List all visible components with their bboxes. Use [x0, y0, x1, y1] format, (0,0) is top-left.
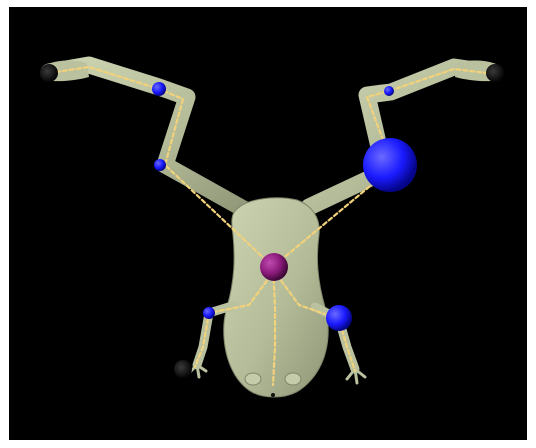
- frog-mesh[interactable]: [41, 61, 503, 397]
- left-foot-end[interactable]: [174, 360, 192, 378]
- right-eye-mesh: [285, 373, 301, 385]
- torso-mesh: [224, 198, 328, 397]
- left-elbow-joint[interactable]: [154, 159, 166, 171]
- mouth-tip: [271, 393, 275, 397]
- left-hand-end[interactable]: [40, 64, 58, 82]
- 3d-viewport[interactable]: [9, 7, 527, 440]
- right-elbow-joint[interactable]: [363, 138, 417, 192]
- left-hip-joint[interactable]: [203, 307, 215, 319]
- left-shoulder-joint[interactable]: [152, 82, 166, 96]
- skeleton-rig-view: [9, 7, 527, 440]
- left-arm-mesh: [49, 65, 249, 212]
- right-shoulder-joint[interactable]: [384, 86, 394, 96]
- right-hand-end[interactable]: [486, 64, 504, 82]
- root-joint[interactable]: [260, 253, 288, 281]
- left-eye-mesh: [245, 373, 261, 385]
- right-hip-joint[interactable]: [326, 305, 352, 331]
